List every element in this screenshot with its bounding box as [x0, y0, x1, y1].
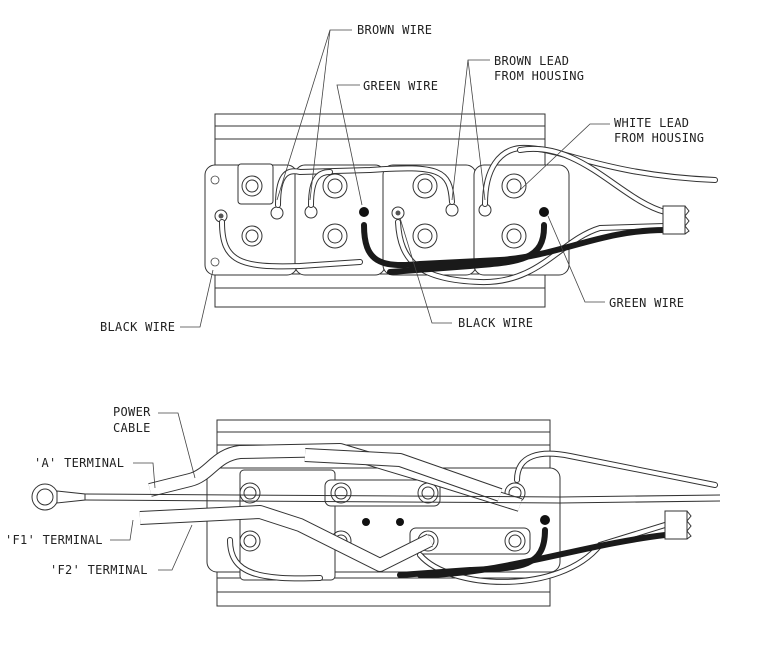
label-power-cable-line2: CABLE [113, 421, 151, 435]
label-f2-terminal: 'F2' TERMINAL [50, 563, 148, 577]
top-view: BROWN WIRE GREEN WIRE BROWN LEAD FROM HO… [100, 23, 718, 334]
leader-lines-bottom [110, 412, 196, 571]
wires-bottom [227, 450, 718, 585]
label-white-lead-line1: WHITE LEAD [614, 116, 689, 130]
label-white-lead-line2: FROM HOUSING [614, 131, 704, 145]
label-green-wire-top: GREEN WIRE [363, 79, 438, 93]
label-f1-terminal: 'F1' TERMINAL [5, 533, 103, 547]
label-brown-lead-line1: BROWN LEAD [494, 54, 569, 68]
connector-plug-bottom [664, 510, 692, 540]
label-black-wire-mid: BLACK WIRE [458, 316, 533, 330]
a-terminal-lead [31, 483, 721, 511]
connector-plug-top [662, 205, 690, 235]
black-wires-top [361, 222, 668, 275]
white-wires-top [219, 144, 718, 286]
label-green-wire-right: GREEN WIRE [609, 296, 684, 310]
bottom-view: POWER CABLE 'A' TERMINAL 'F1' TERMINAL '… [5, 405, 721, 607]
leader-lines-top [180, 29, 610, 328]
label-brown-wire: BROWN WIRE [357, 23, 432, 37]
label-a-terminal: 'A' TERMINAL [34, 456, 124, 470]
label-brown-lead-line2: FROM HOUSING [494, 69, 584, 83]
power-cables [139, 443, 523, 572]
label-black-wire-left: BLACK WIRE [100, 320, 175, 334]
label-power-cable-line1: POWER [113, 405, 151, 419]
